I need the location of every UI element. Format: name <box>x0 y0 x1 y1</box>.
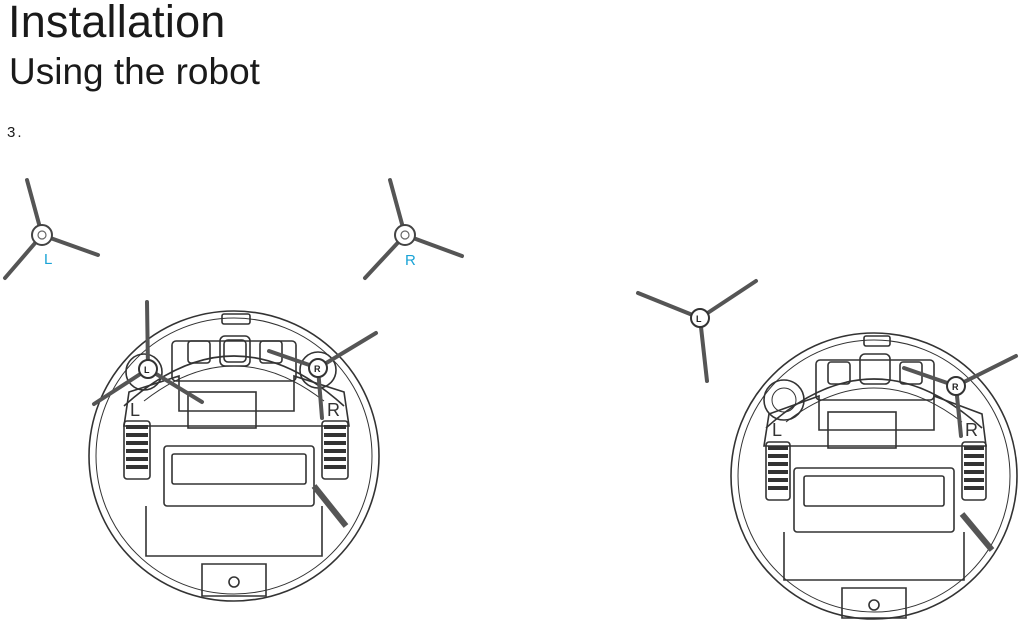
page-title: Installation <box>8 0 226 48</box>
robot-right-label: R <box>327 400 340 420</box>
robot-left-label: L <box>130 400 140 420</box>
side-brush-left-illustration: L <box>0 170 110 285</box>
step-number: 3. <box>7 124 24 142</box>
svg-text:R: R <box>952 382 959 392</box>
robot-bottom-view-before: L R L R <box>84 296 394 606</box>
brush-right-label: R <box>405 252 416 269</box>
svg-text:L: L <box>696 314 702 324</box>
hub-right-label: R <box>314 364 321 374</box>
hub-left-label: L <box>144 365 150 375</box>
svg-text:L: L <box>772 420 782 440</box>
side-brush-right-illustration: R <box>360 172 470 287</box>
svg-text:R: R <box>965 420 978 440</box>
robot-bottom-view-after: R L R <box>724 318 1022 621</box>
brush-left-label: L <box>44 251 52 268</box>
page-subtitle: Using the robot <box>9 50 260 94</box>
